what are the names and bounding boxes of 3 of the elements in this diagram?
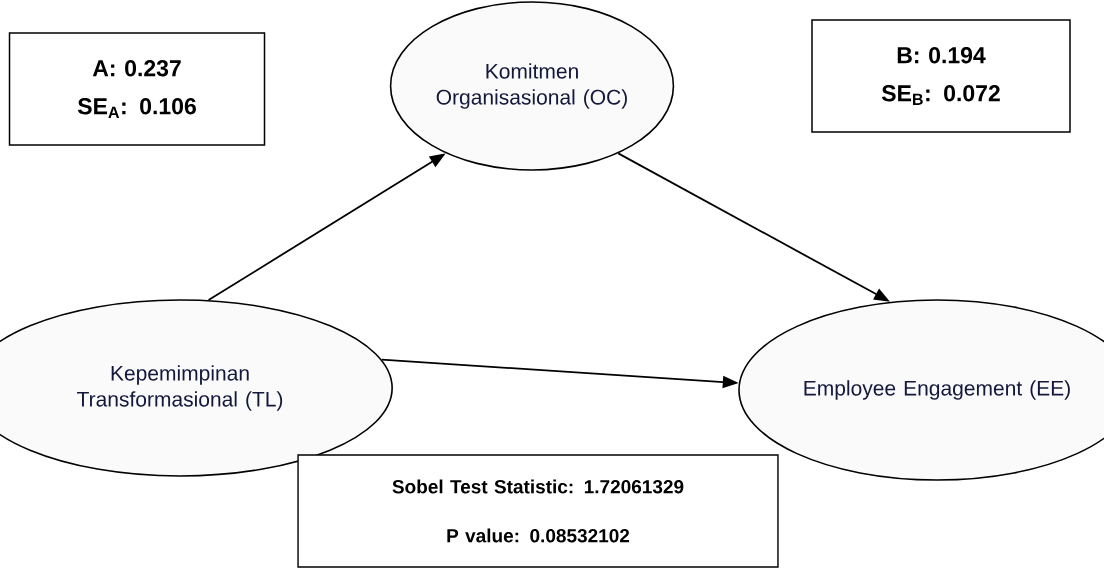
statistics-box: Sobel Test Statistic: 1.72061329 P value: 0.08532102 — [297, 454, 779, 568]
statistics-box: B: 0.194 SE$_{B}$: 0.072 — [811, 19, 1071, 133]
statistics-box: A: 0.237 SE$_{A}$: 0.106 — [8, 32, 266, 146]
